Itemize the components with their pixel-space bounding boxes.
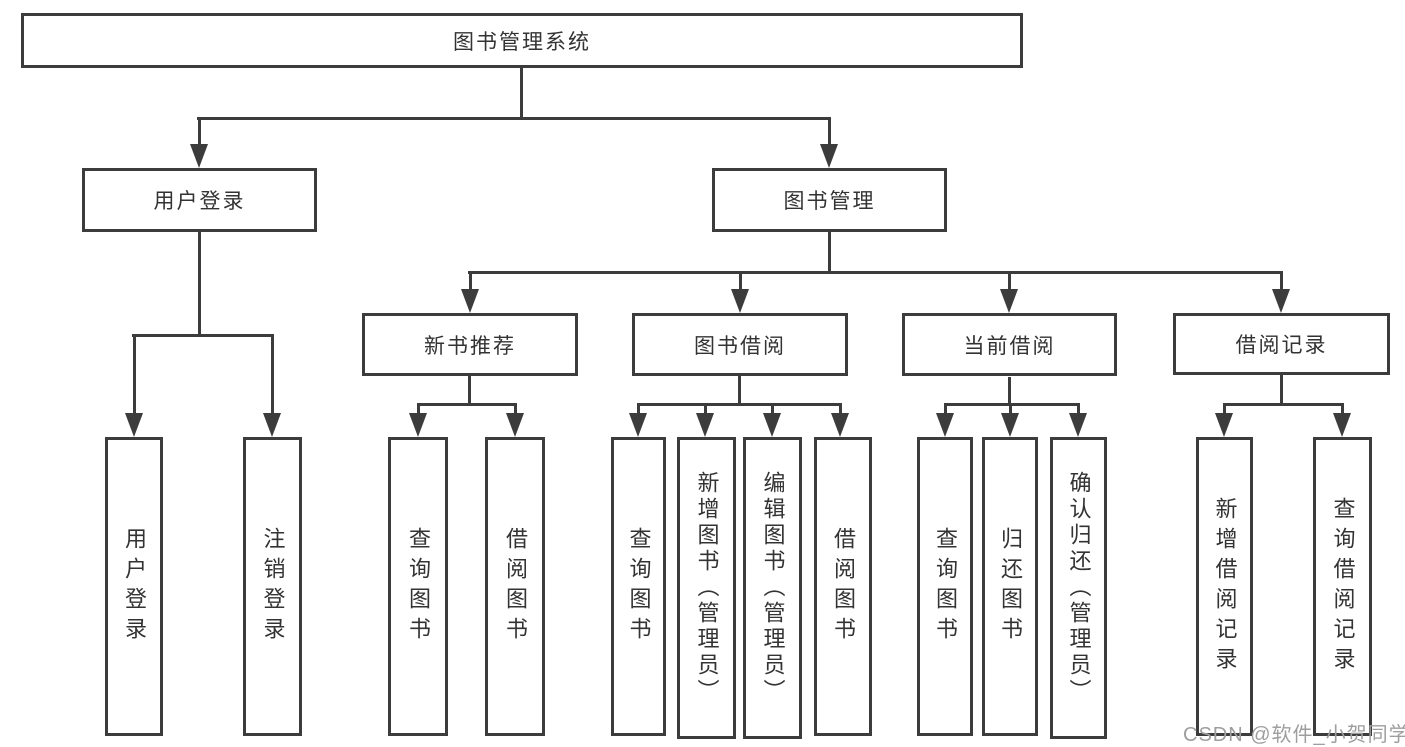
arrow-to-leaf-add-books [696,413,714,437]
leaf-query-books-2-label: 查询图书 [626,526,652,647]
node-current-borrow-label: 当前借阅 [963,334,1056,358]
edge-book-borrow-bus [637,403,841,406]
node-book-mgmt: 图书管理 [712,168,947,232]
leaf-query-books-3: 查询图书 [917,437,973,736]
edge-leaf-stem [1009,403,1012,415]
arrow-to-borrow-records [1272,289,1290,313]
edge-leaf-stem [944,403,947,415]
arrow-to-book-mgmt [820,144,838,168]
arrow-to-book-borrow [731,289,749,313]
leaf-query-record: 查询借阅记录 [1313,437,1372,736]
arrow-to-leaf-borrow-books-2 [831,413,849,437]
leaf-query-record-label: 查询借阅记录 [1330,496,1356,677]
leaf-edit-books-label: 编辑图书（管理员） [760,471,786,705]
edge-leaf-stem [839,403,842,415]
node-new-book-rec: 新书推荐 [362,313,578,376]
arrow-to-leaf-return-books [1001,413,1019,437]
edge-leaf-stem [1341,403,1344,415]
edge-user-login-stem [198,232,201,336]
edge-borrow-records-bus [1223,403,1344,406]
node-root-label: 图书管理系统 [453,30,591,54]
node-borrow-records-label: 借阅记录 [1235,334,1328,357]
leaf-query-books-1: 查询图书 [388,437,448,736]
leaf-confirm-return-label: 确认归还（管理员） [1066,471,1092,705]
leaf-borrow-books-1: 借阅图书 [485,437,545,736]
arrow-to-leaf-logout [263,413,281,437]
leaf-confirm-return: 确认归还（管理员） [1050,437,1107,739]
leaf-add-books-label: 新增图书（管理员） [694,471,720,705]
edge-to-new-book-stem [469,271,472,289]
leaf-add-books: 新增图书（管理员） [677,437,736,739]
node-user-login: 用户登录 [82,168,317,232]
edge-to-book-borrow-stem [739,271,742,289]
csdn-watermark: CSDN @软件_小贺同学 [1183,724,1405,746]
arrow-to-leaf-query-books-2 [629,413,647,437]
leaf-edit-books: 编辑图书（管理员） [743,437,802,739]
arrow-to-leaf-query-record [1333,413,1351,437]
edge-leaf-stem [771,403,774,415]
edge-new-book-bus [417,403,517,406]
leaf-return-books-label: 归还图书 [998,526,1023,647]
leaf-borrow-books-2-label: 借阅图书 [831,526,856,647]
arrow-to-leaf-query-books-3 [936,413,954,437]
edge-leaf-stem [1223,403,1226,415]
node-book-borrow-label: 图书借阅 [694,334,786,358]
edge-borrow-records-stem [1280,375,1283,405]
node-book-mgmt-label: 图书管理 [783,190,876,213]
leaf-user-login: 用户登录 [105,437,163,736]
leaf-return-books: 归还图书 [982,437,1038,736]
node-book-borrow: 图书借阅 [632,313,848,376]
edge-leaf-stem [417,403,420,415]
arrow-to-leaf-login [125,413,143,437]
edge-to-book-mgmt-stem [828,117,831,145]
arrow-to-leaf-add-record [1215,413,1233,437]
edge-book-borrow-stem [738,376,741,405]
leaf-query-books-1-label: 查询图书 [406,526,431,647]
edge-to-leaf-login-stem [133,334,136,413]
edge-root-stem [520,68,523,117]
edge-user-login-bus [132,334,274,337]
arrow-to-current-borrow [1000,289,1018,313]
node-borrow-records: 借阅记录 [1173,313,1390,375]
edge-book-mgmt-stem [828,232,831,273]
edge-leaf-stem [704,403,707,415]
edge-root-bus [197,117,831,120]
node-root: 图书管理系统 [21,13,1023,68]
arrow-to-leaf-confirm-return [1069,413,1087,437]
leaf-borrow-books-2: 借阅图书 [814,437,872,736]
edge-to-leaf-logout-stem [271,334,274,413]
leaf-query-books-2: 查询图书 [611,437,666,736]
edge-leaf-stem [1077,403,1080,415]
arrow-to-leaf-borrow-books-1 [506,413,524,437]
node-new-book-rec-label: 新书推荐 [424,334,516,358]
edge-leaf-stem [514,403,517,415]
leaf-logout: 注销登录 [243,437,302,736]
edge-book-mgmt-bus [468,271,1282,274]
arrow-to-user-login [190,144,208,168]
leaf-user-login-label: 用户登录 [122,526,147,647]
edge-current-borrow-stem [1008,377,1011,405]
node-user-login-label: 用户登录 [153,190,246,213]
leaf-logout-label: 注销登录 [260,526,286,647]
arrow-to-leaf-edit-books [763,413,781,437]
leaf-add-record: 新增借阅记录 [1196,437,1253,736]
edge-leaf-stem [637,403,640,415]
leaf-borrow-books-1-label: 借阅图书 [503,526,528,647]
edge-to-user-login-stem [198,117,201,145]
node-current-borrow: 当前借阅 [902,313,1117,376]
arrow-to-new-book [461,289,479,313]
edge-to-current-borrow-stem [1008,271,1011,289]
leaf-query-books-3-label: 查询图书 [933,526,958,647]
edge-new-book-stem [468,376,471,405]
arrow-to-leaf-query-books-1 [409,413,427,437]
edge-current-borrow-bus [944,403,1080,406]
leaf-add-record-label: 新增借阅记录 [1212,496,1238,677]
edge-to-borrow-records-stem [1280,271,1283,289]
